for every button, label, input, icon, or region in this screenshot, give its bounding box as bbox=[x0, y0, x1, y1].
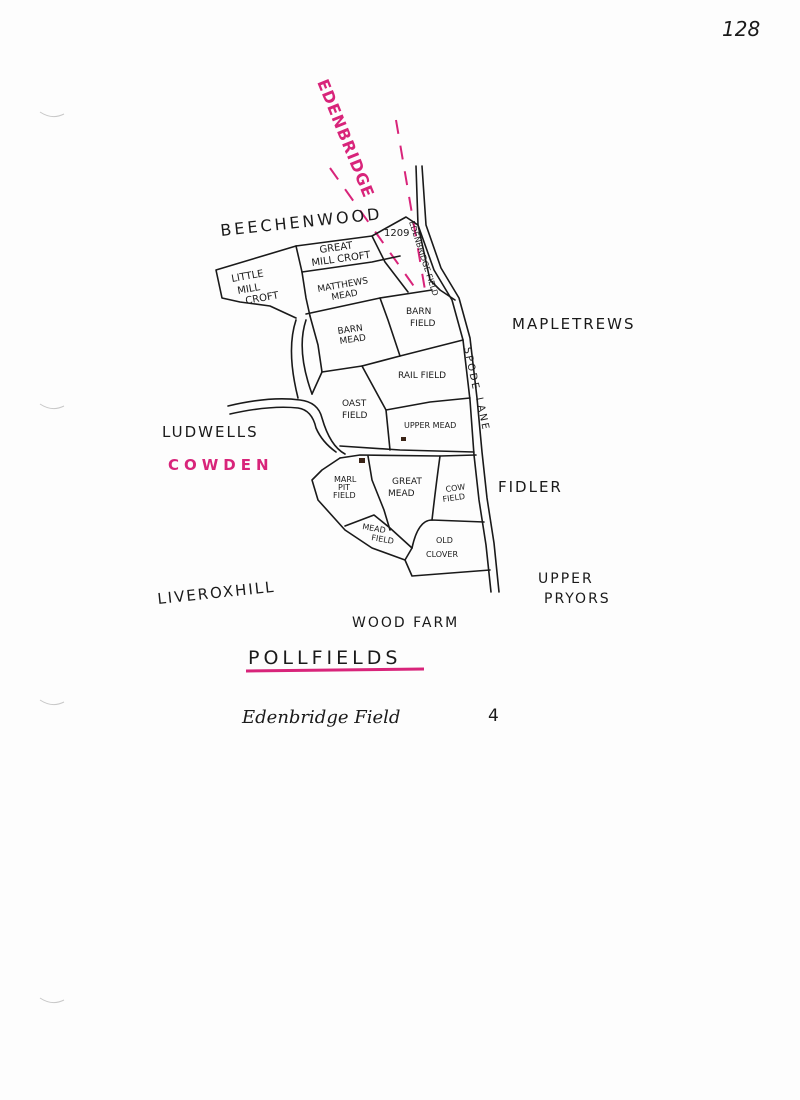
neighbour-mapletrews: MAPLETREWS bbox=[512, 315, 636, 333]
building-marker bbox=[359, 458, 365, 463]
field-upper-mead: UPPER MEAD bbox=[404, 421, 456, 430]
field-mead-field-line2: FIELD bbox=[371, 533, 395, 546]
neighbour-beechenwood: BEECHENWOOD bbox=[219, 204, 383, 240]
punch-hole-mark bbox=[39, 403, 65, 410]
neighbour-ludwells: LUDWELLS bbox=[162, 423, 259, 441]
punch-hole-mark bbox=[39, 997, 65, 1004]
field-great-mill-croft-line1: GREAT bbox=[319, 240, 354, 256]
boundary-label: EDENBRIDGE bbox=[313, 76, 378, 200]
field-boundaries bbox=[215, 216, 491, 577]
field-mead-field-line1: MEAD bbox=[362, 522, 387, 535]
road-label-lane: LANE bbox=[473, 396, 491, 432]
neighbour-upper-pryors-line1: UPPER bbox=[538, 571, 594, 587]
field-cow-field-line1: COW bbox=[445, 482, 466, 494]
neighbour-wood-farm: WOOD FARM bbox=[352, 615, 459, 631]
field-marl-pit-line1: MARL bbox=[334, 475, 357, 484]
road-label-spode: SPODE bbox=[461, 346, 481, 392]
caption-text: Edenbridge Field bbox=[241, 707, 400, 728]
title-underline bbox=[245, 667, 425, 673]
field-great-mead-line2: MEAD bbox=[388, 489, 415, 499]
field-number-1209: 1209 bbox=[384, 228, 409, 239]
map-title: POLLFIELDS bbox=[248, 647, 401, 669]
field-old-clover-line2: CLOVER bbox=[426, 550, 458, 559]
neighbour-upper-pryors-line2: PRYORS bbox=[544, 591, 611, 607]
page-number: 128 bbox=[722, 17, 760, 41]
parish-boundary bbox=[329, 119, 426, 293]
field-oast-field-line2: FIELD bbox=[342, 411, 368, 421]
field-little-mill-croft-line1: LITTLE bbox=[231, 268, 265, 284]
field-little-mill-croft-line2: MILL bbox=[237, 282, 262, 297]
parish-cowden: COWDEN bbox=[168, 456, 274, 474]
field-old-clover-line1: OLD bbox=[436, 536, 453, 545]
neighbour-fidler: FIDLER bbox=[498, 478, 563, 496]
caption-number: 4 bbox=[488, 706, 499, 726]
field-rail-field: RAIL FIELD bbox=[398, 371, 446, 381]
neighbour-liveroxhill: LIVEROXHILL bbox=[157, 578, 277, 608]
field-barn-mead-line2: MEAD bbox=[339, 333, 367, 347]
field-cow-field-line2: FIELD bbox=[442, 492, 466, 504]
field-marl-pit-line2: PIT bbox=[338, 483, 350, 492]
field-barn-field-line2: FIELD bbox=[410, 319, 436, 329]
field-barn-field-line1: BARN bbox=[406, 307, 431, 317]
building-marker bbox=[401, 437, 406, 441]
field-matthews-mead-line2: MEAD bbox=[331, 288, 359, 302]
field-marl-pit-line3: FIELD bbox=[333, 491, 356, 500]
field-great-mead-line1: GREAT bbox=[392, 477, 422, 487]
punch-hole-mark bbox=[39, 111, 65, 118]
field-barn-mead-line1: BARN bbox=[337, 324, 363, 337]
field-oast-field-line1: OAST bbox=[342, 399, 367, 409]
punch-hole-mark bbox=[39, 699, 65, 706]
